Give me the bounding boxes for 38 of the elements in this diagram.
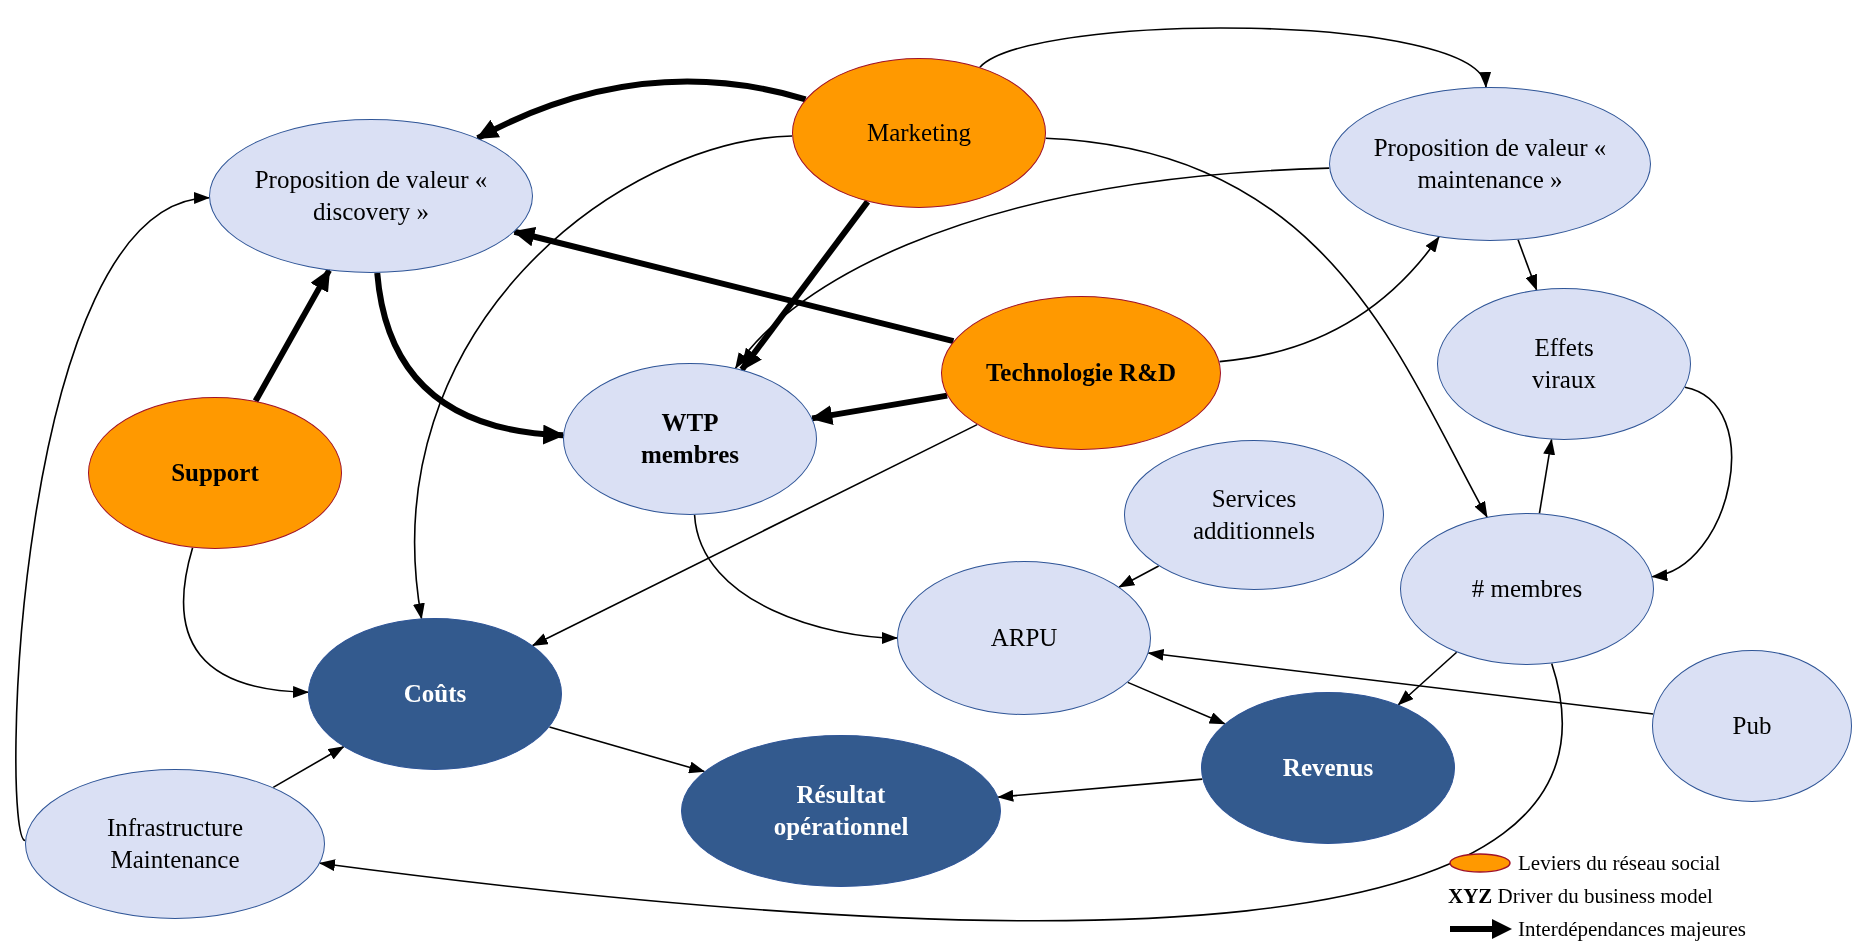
node-label: Revenus <box>1282 752 1374 783</box>
legend-text: XYZ Driver du business model <box>1448 883 1713 909</box>
arrow <box>183 547 310 698</box>
node-label: Proposition de valeur « maintenance » <box>1372 132 1608 195</box>
node-label: ARPU <box>990 622 1058 653</box>
arrow <box>1044 137 1488 518</box>
arrow <box>1127 681 1226 725</box>
arrow <box>272 745 345 789</box>
thick-arrow <box>252 268 332 403</box>
arrow <box>693 514 898 644</box>
node-label: Services additionnels <box>1191 483 1317 546</box>
arrow <box>1651 386 1733 579</box>
arrow <box>1538 438 1556 515</box>
arrow <box>531 423 978 647</box>
arrow <box>1147 648 1655 715</box>
thick-arrow <box>810 392 948 425</box>
thick-arrow <box>512 226 955 345</box>
node-label: Effets viraux <box>1531 332 1597 395</box>
arrow <box>548 726 706 774</box>
legend-text: Interdépendances majeures <box>1518 916 1746 942</box>
node-label: Pub <box>1732 710 1772 741</box>
arrow <box>413 135 793 620</box>
node-label: # membres <box>1471 573 1583 604</box>
legend-text: Leviers du réseau social <box>1518 850 1721 876</box>
node-label: Proposition de valeur « discovery » <box>253 164 489 227</box>
node-label: Technologie R&D <box>985 357 1177 388</box>
node-label: WTP membres <box>639 407 741 470</box>
node-label: Résultat opérationnel <box>772 779 910 842</box>
thick-arrow <box>374 272 566 444</box>
arrow <box>1118 565 1160 588</box>
arrow <box>1397 651 1458 706</box>
arrow <box>1218 236 1440 363</box>
arrow <box>997 778 1204 802</box>
thick-arrow <box>739 199 871 372</box>
node-label: Coûts <box>403 678 467 709</box>
arrow <box>734 167 1331 369</box>
thick-arrow <box>475 78 807 141</box>
node-label: Marketing <box>866 117 972 148</box>
